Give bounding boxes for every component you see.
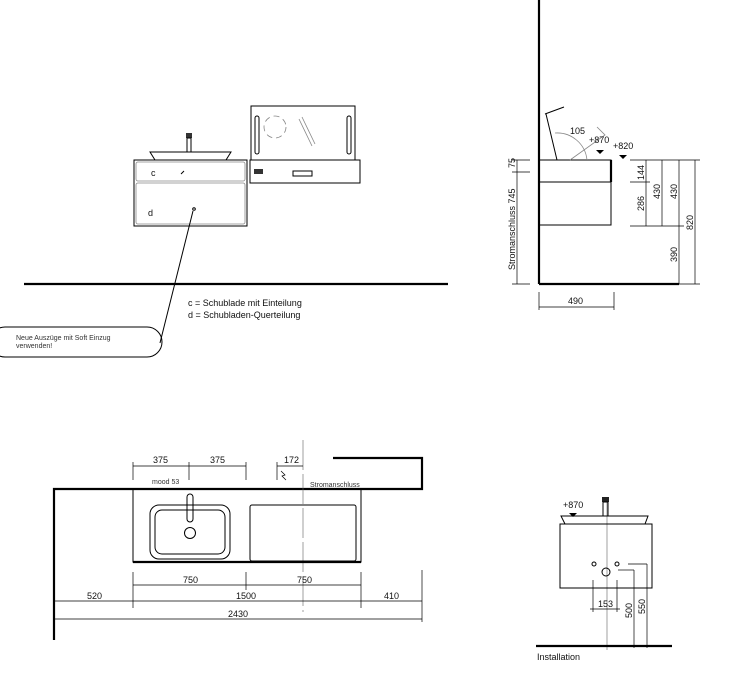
dim-153: 153	[598, 599, 613, 609]
dim-500: 500	[624, 603, 634, 618]
side-section: 105 +870 +820 75 Stromanschluss 745 144 …	[507, 0, 700, 310]
dim-520: 520	[87, 591, 102, 601]
dim-172: 172	[284, 455, 299, 465]
dim-820: 820	[685, 215, 695, 230]
drawer-upper	[538, 159, 612, 183]
level-870: +870	[563, 500, 583, 510]
drawer-d	[135, 182, 246, 225]
handle-icon	[192, 207, 196, 211]
water-connection-icon	[591, 561, 597, 567]
water-connection-icon	[614, 561, 620, 567]
level-820: +820	[613, 141, 633, 151]
installation-view: +870 153 500 550 Installation	[536, 497, 672, 662]
dim-490: 490	[568, 296, 583, 306]
legend-d: d = Schubladen-Querteilung	[188, 310, 300, 320]
dim-286: 286	[636, 196, 646, 211]
handle-icon	[180, 170, 185, 175]
level-marker-icon	[619, 155, 627, 159]
power-connection-label: Stromanschluss 745	[507, 188, 517, 270]
plan-view: mood 53 Stromanschluss 375 375 172 750 7…	[52, 440, 424, 640]
swing-arc	[554, 132, 588, 161]
dim-1500: 1500	[236, 591, 256, 601]
drawer-d-label: d	[148, 208, 153, 218]
dim-430: 430	[669, 184, 679, 199]
washbasin	[149, 151, 232, 161]
drawer-unit-plan	[249, 504, 357, 562]
faucet-plan	[186, 493, 194, 523]
callout-leader	[159, 210, 194, 344]
power-connection-label: Stromanschluss	[310, 482, 360, 489]
cabinet	[559, 523, 653, 589]
level-marker-icon	[596, 150, 604, 154]
callout-text: verwenden!	[16, 343, 52, 350]
dim-75: 75	[507, 158, 517, 168]
power-icon	[280, 470, 287, 481]
dim-144: 144	[636, 165, 646, 180]
drain-icon	[184, 527, 196, 539]
dim-375: 375	[210, 455, 225, 465]
front-elevation: c d Neue Auszüge mit Soft Einzug verwend…	[0, 105, 448, 358]
dim-430: 430	[652, 184, 662, 199]
vanity-top	[132, 488, 362, 563]
dim-550: 550	[637, 599, 647, 614]
level-870: +870	[589, 135, 609, 145]
angle-label: 105	[570, 126, 585, 136]
dim-410: 410	[384, 591, 399, 601]
vanity-cabinet	[133, 159, 248, 227]
drain-icon	[601, 567, 611, 577]
washbasin-faucet	[149, 133, 232, 161]
washbasin-plan	[149, 504, 231, 560]
wall-outline	[52, 456, 424, 640]
faucet	[602, 497, 609, 502]
callout-text: Neue Auszüge mit Soft Einzug	[16, 335, 111, 342]
level-marker-icon	[569, 513, 577, 517]
callout-bubble	[0, 326, 163, 358]
drawer-c-label: c	[151, 168, 156, 178]
dim-750: 750	[297, 575, 312, 585]
dim-390: 390	[669, 247, 679, 262]
installation-title: Installation	[537, 652, 580, 662]
dim-2430: 2430	[228, 609, 248, 619]
washbasin	[560, 515, 649, 525]
drawer-c	[135, 161, 246, 182]
drawer-lower	[538, 181, 612, 226]
product-name: mood 53	[152, 479, 179, 486]
legend-c: c = Schublade mit Einteilung	[188, 298, 302, 308]
faucet-side	[544, 106, 565, 161]
dim-375: 375	[153, 455, 168, 465]
mirror-cabinet	[249, 105, 361, 184]
dim-750: 750	[183, 575, 198, 585]
